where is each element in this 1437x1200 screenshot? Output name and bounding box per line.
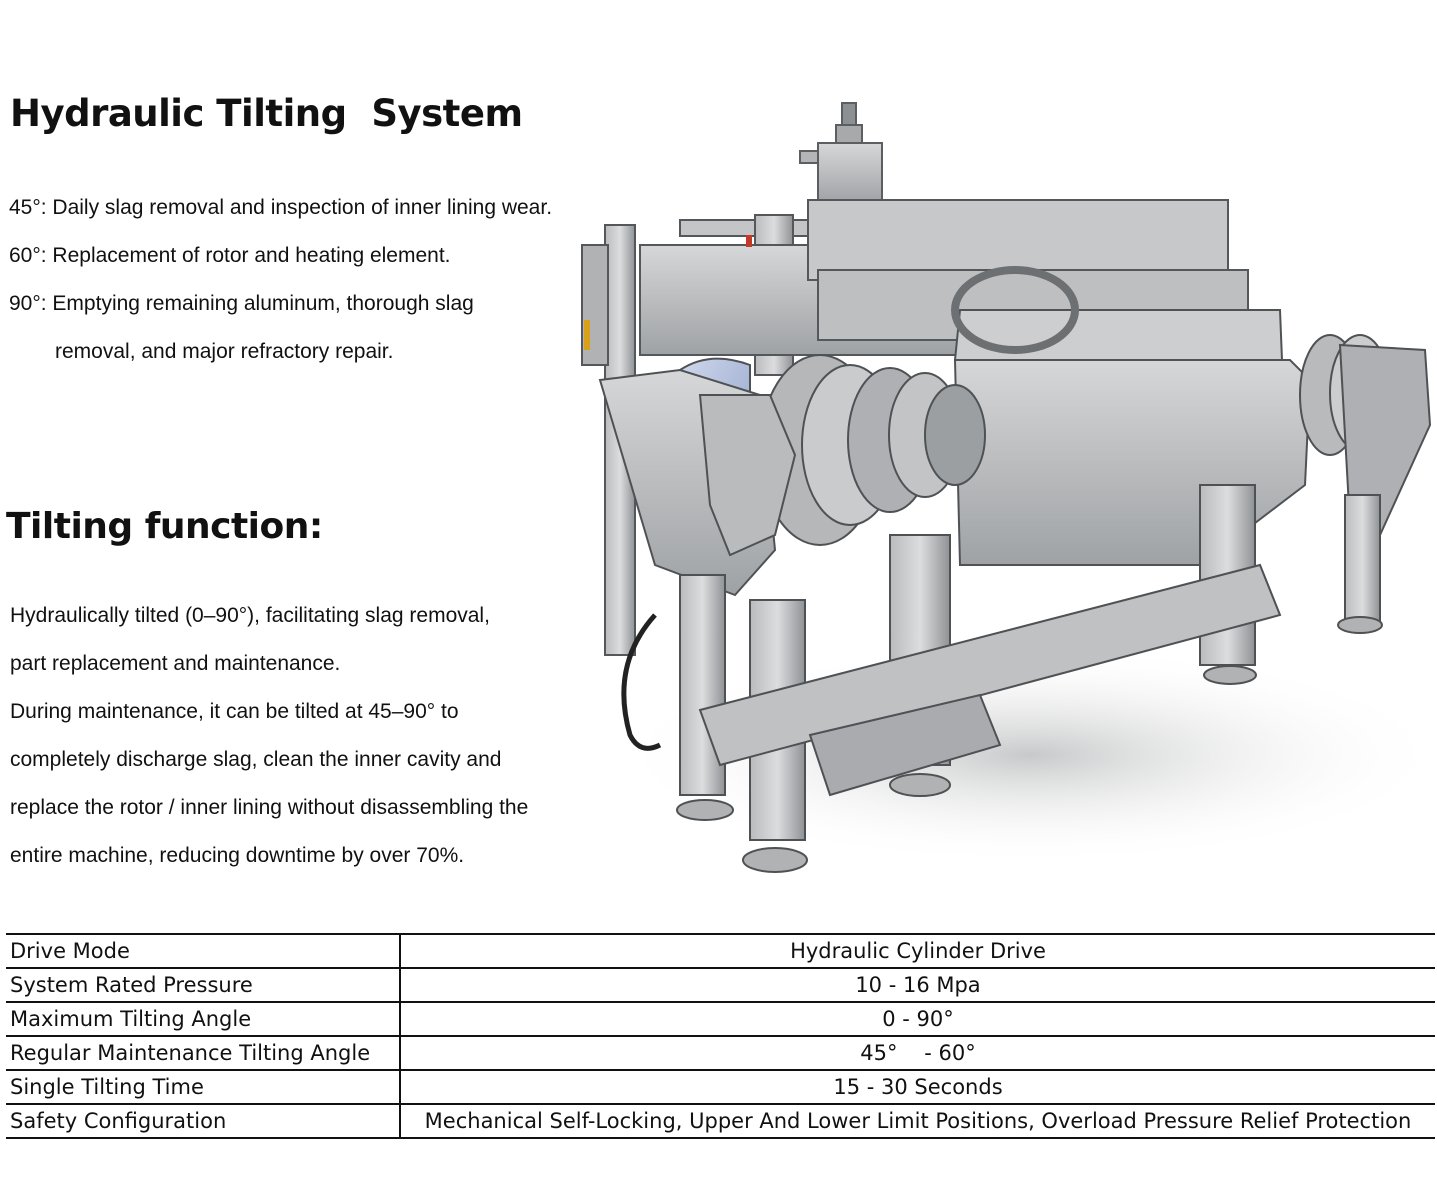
base-frame [679,484,1381,841]
table-row: Drive Mode Hydraulic Cylinder Drive [6,933,1435,969]
right-drive-hub [1299,334,1432,537]
spec-key: Drive Mode [6,933,401,969]
tilting-machine-illustration [581,102,1437,873]
function-line: Hydraulically tilted (0–90°), facilitati… [10,604,490,627]
tilt-angle-list: 45°: Daily slag removal and inspection o… [9,184,552,376]
angle-45-item: 45°: Daily slag removal and inspection o… [9,196,553,219]
red-indicator [746,235,752,247]
left-housing [598,368,797,597]
spec-value: Hydraulic Cylinder Drive [400,933,1435,969]
spec-value: 10 - 16 Mpa [400,967,1435,1003]
leveling-feet [676,616,1383,873]
tilting-function-heading: Tilting function: [6,506,323,547]
function-line: replace the rotor / inner lining without… [10,796,529,819]
spec-value: 45° - 60° [400,1035,1435,1071]
spec-key: Maximum Tilting Angle [6,1001,401,1037]
function-line: During maintenance, it can be tilted at … [10,700,459,723]
back-frame [581,199,1249,656]
table-row: Regular Maintenance Tilting Angle 45° - … [6,1035,1435,1071]
table-row: Safety Configuration Mechanical Self-Loc… [6,1103,1435,1139]
table-row: Single Tilting Time 15 - 30 Seconds [6,1069,1435,1105]
function-line: part replacement and maintenance. [10,652,341,675]
hydraulic-hose [621,613,662,751]
spec-table: Drive Mode Hydraulic Cylinder Drive Syst… [6,933,1435,1139]
top-cylinder [799,102,883,204]
angle-90-item: 90°: Emptying remaining aluminum, thorou… [9,292,474,315]
spec-key: Regular Maintenance Tilting Angle [6,1035,401,1071]
spec-value: 15 - 30 Seconds [400,1069,1435,1105]
left-drive-hub [759,354,986,546]
spec-value: Mechanical Self-Locking, Upper And Lower… [400,1103,1435,1139]
warning-light [584,320,590,350]
table-row: System Rated Pressure 10 - 16 Mpa [6,967,1435,1003]
spec-value: 0 - 90° [400,1001,1435,1037]
table-row: Maximum Tilting Angle 0 - 90° [6,1001,1435,1037]
spec-key: Safety Configuration [6,1103,401,1139]
angle-60-item: 60°: Replacement of rotor and heating el… [9,244,451,267]
page-title: Hydraulic Tilting System [10,92,523,135]
tilting-function-text: Hydraulically tilted (0–90°), facilitati… [10,592,528,880]
function-line: completely discharge slag, clean the inn… [10,748,502,771]
spec-key: Single Tilting Time [6,1069,401,1105]
furnace-body [951,266,1312,566]
angle-90-item-continued: removal, and major refractory repair. [55,340,394,363]
function-line: entire machine, reducing downtime by ove… [10,844,465,867]
spec-key: System Rated Pressure [6,967,401,1003]
